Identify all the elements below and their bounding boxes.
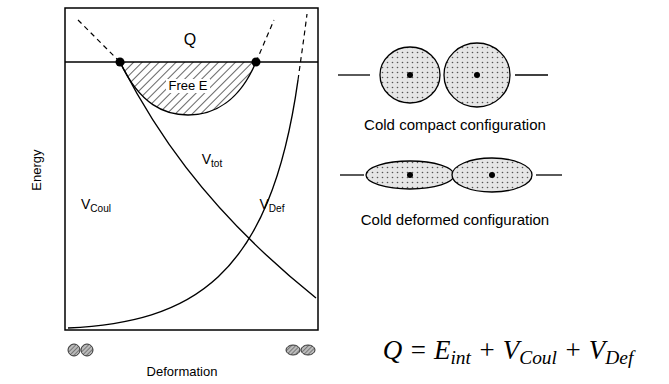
turning-point [252, 58, 261, 67]
q-label: Q [184, 31, 196, 49]
equation: Q = Eint + VCoul + VDef [383, 336, 634, 369]
symbol: V [503, 335, 520, 365]
q-level-line [65, 61, 318, 62]
neck-line [340, 174, 364, 175]
axis-label: Energy [31, 149, 45, 190]
curve-label: VCoul [81, 197, 111, 214]
turning-point [116, 58, 125, 67]
neck-line [536, 174, 562, 175]
free-energy-region [120, 62, 256, 115]
neck-line [338, 74, 370, 75]
deformed-fragment [452, 158, 532, 192]
compact-icon [81, 344, 93, 356]
subscript: tot [211, 157, 222, 168]
curve-label: VDef [259, 197, 284, 214]
compact-fragment [380, 47, 440, 103]
free-energy-label: Free E [166, 79, 209, 93]
deformed-icon [286, 345, 300, 355]
symbol: V [202, 151, 211, 167]
neck-line [515, 74, 548, 75]
symbol: V [81, 196, 90, 212]
subscript: Coul [90, 202, 111, 213]
compact-fragment [444, 43, 510, 107]
vdef-curve [68, 80, 298, 328]
fragment-center [489, 172, 495, 178]
plot-frame [65, 8, 318, 330]
deformed-icon [301, 345, 315, 355]
deformed-fragment [366, 161, 454, 189]
symbol: E [434, 335, 451, 365]
configuration-caption: Cold deformed configuration [361, 212, 549, 229]
vtot-dashed-left [78, 20, 120, 62]
subscript: int [450, 347, 471, 368]
axis-label: Deformation [147, 365, 218, 379]
subscript: Coul [519, 347, 557, 368]
fragment-center [407, 172, 413, 178]
compact-icon [68, 344, 80, 356]
vtot-curve [120, 62, 256, 115]
subscript: Def [269, 202, 285, 213]
symbol: V [259, 196, 268, 212]
vcoul-curve [122, 66, 316, 298]
vtot-dashed-right [256, 20, 274, 62]
symbol: V [589, 335, 606, 365]
subscript: Def [605, 347, 633, 368]
fragment-center [474, 72, 480, 78]
vdef-dashed [298, 14, 307, 80]
configuration-caption: Cold compact configuration [364, 117, 546, 134]
fragment-center [407, 72, 413, 78]
curve-label: Vtot [200, 152, 225, 169]
